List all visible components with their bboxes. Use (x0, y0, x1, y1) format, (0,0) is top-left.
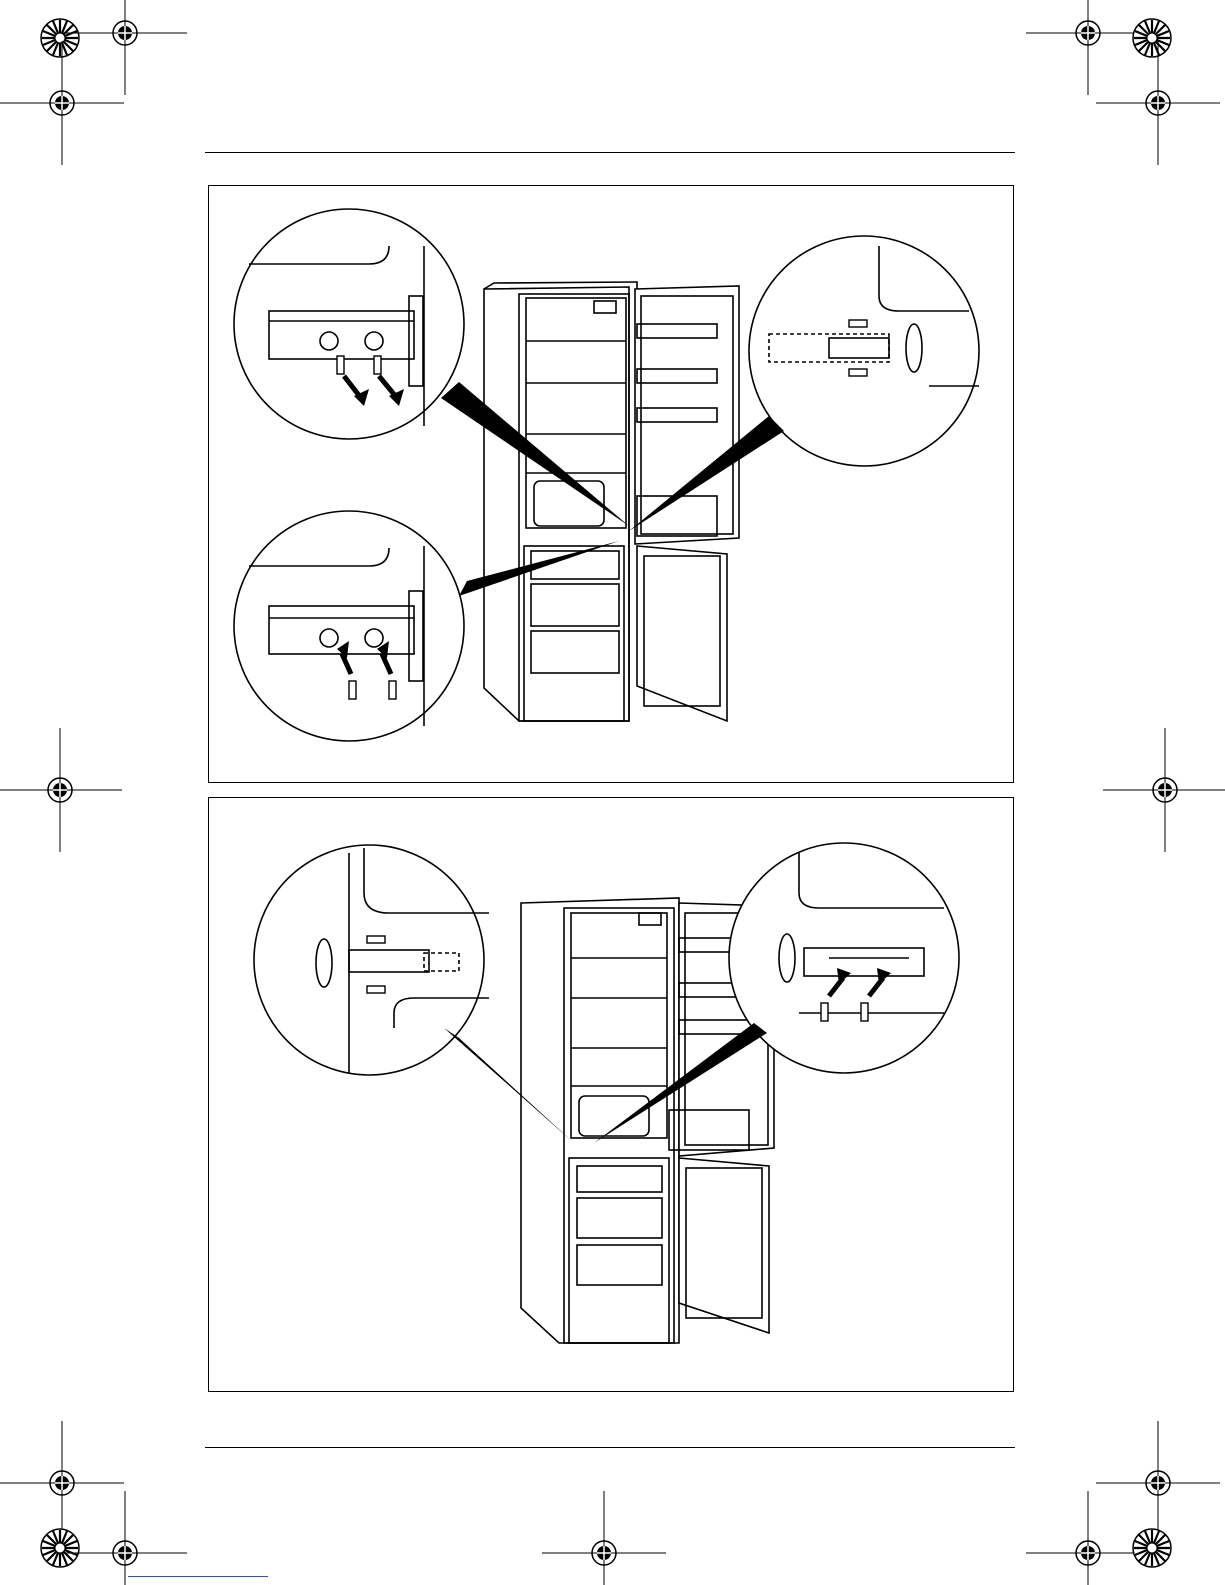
detail-right (729, 843, 959, 1073)
registration-mark-icon (0, 41, 124, 165)
footer-link-underline (128, 1576, 268, 1577)
detail-right (749, 236, 979, 466)
registration-mark-icon (63, 1491, 187, 1585)
fridge-body (484, 282, 637, 721)
figure-1-illustration (209, 186, 1015, 784)
registration-mark-icon (542, 1491, 666, 1585)
figure-2-illustration (209, 798, 1015, 1393)
fridge-door-upper (635, 286, 739, 544)
registration-mark-icon (1103, 728, 1225, 852)
registration-mark-icon (1133, 19, 1171, 57)
registration-mark-icon (0, 1421, 124, 1545)
figure-2 (208, 797, 1014, 1392)
registration-mark-icon (1096, 41, 1220, 165)
registration-mark-icon (1096, 1421, 1220, 1545)
footer-rule (205, 1447, 1015, 1448)
fridge-door-lower (637, 546, 727, 721)
fridge-body (521, 898, 679, 1343)
registration-mark-icon (41, 19, 79, 57)
detail-lower-left (234, 511, 464, 741)
registration-mark-icon (1026, 1491, 1150, 1585)
registration-mark-icon (1026, 0, 1150, 95)
figure-1 (208, 185, 1014, 783)
registration-mark-icon (1133, 1529, 1171, 1567)
registration-mark-icon (63, 0, 187, 95)
fridge-door-lower (679, 1158, 769, 1333)
registration-mark-icon (41, 1529, 79, 1567)
header-rule (205, 152, 1015, 153)
registration-mark-icon (0, 728, 122, 852)
detail-left (254, 845, 489, 1075)
detail-upper-left (234, 209, 464, 439)
